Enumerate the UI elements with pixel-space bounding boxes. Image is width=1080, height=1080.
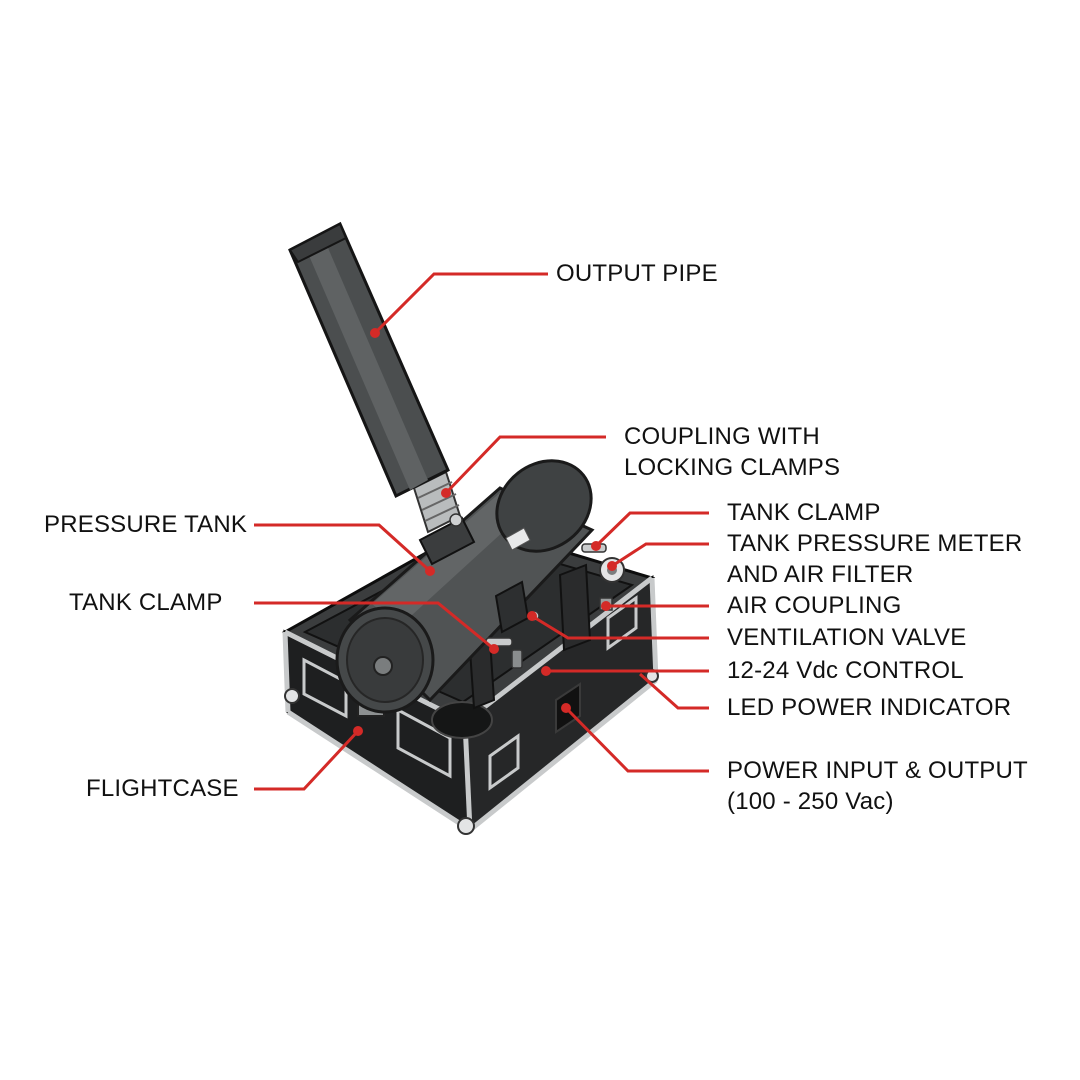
label-power-line2: (100 - 250 Vac) <box>727 788 894 815</box>
leader-power <box>564 706 709 773</box>
leader-ventilation-valve <box>531 614 709 640</box>
label-coupling-line2: LOCKING CLAMPS <box>624 454 841 481</box>
leader-dots <box>353 328 617 736</box>
leader-pressure-meter <box>611 542 709 568</box>
label-pressure-tank-text: PRESSURE TANK <box>44 511 248 538</box>
leader-flightcase <box>254 729 360 791</box>
label-output-pipe-text: OUTPUT PIPE <box>556 260 718 287</box>
leader-coupling <box>444 435 606 495</box>
label-led-indicator-text: LED POWER INDICATOR <box>727 694 1012 721</box>
label-pressure-meter-line2: AND AIR FILTER <box>727 561 914 588</box>
label-tank-clamp-left-text: TANK CLAMP <box>69 589 223 616</box>
pressure-tank <box>335 459 625 714</box>
leader-lines <box>254 272 709 791</box>
label-air-coupling-text: AIR COUPLING <box>727 592 902 619</box>
label-tank-clamp-right: TANK CLAMP <box>727 497 881 528</box>
label-output-pipe: OUTPUT PIPE <box>556 258 718 289</box>
label-flightcase-text: FLIGHTCASE <box>86 775 239 802</box>
label-ventilation-valve-text: VENTILATION VALVE <box>727 624 967 651</box>
output-pipe <box>288 221 450 499</box>
label-control: 12-24 Vdc CONTROL <box>727 655 964 686</box>
label-power-line1: POWER INPUT & OUTPUT <box>727 757 1028 784</box>
leader-tank-clamp-right <box>594 511 709 548</box>
leader-tank-clamp-left <box>254 601 495 651</box>
label-power: POWER INPUT & OUTPUT (100 - 250 Vac) <box>727 755 1028 817</box>
label-pressure-meter: TANK PRESSURE METER AND AIR FILTER <box>727 528 1022 590</box>
label-coupling: COUPLING WITH LOCKING CLAMPS <box>624 421 840 483</box>
label-pressure-tank: PRESSURE TANK <box>44 509 247 540</box>
leader-led-indicator <box>638 672 709 710</box>
leader-pressure-tank <box>254 523 432 573</box>
leader-output-pipe <box>373 272 548 335</box>
label-flightcase: FLIGHTCASE <box>86 773 239 804</box>
label-air-coupling: AIR COUPLING <box>727 590 901 621</box>
label-led-indicator: LED POWER INDICATOR <box>727 692 1011 723</box>
label-control-text: 12-24 Vdc CONTROL <box>727 657 964 684</box>
label-pressure-meter-line1: TANK PRESSURE METER <box>727 530 1023 557</box>
label-coupling-line1: COUPLING WITH <box>624 423 820 450</box>
label-ventilation-valve: VENTILATION VALVE <box>727 622 966 653</box>
label-tank-clamp-left: TANK CLAMP <box>69 587 223 618</box>
label-tank-clamp-right-text: TANK CLAMP <box>727 499 881 526</box>
